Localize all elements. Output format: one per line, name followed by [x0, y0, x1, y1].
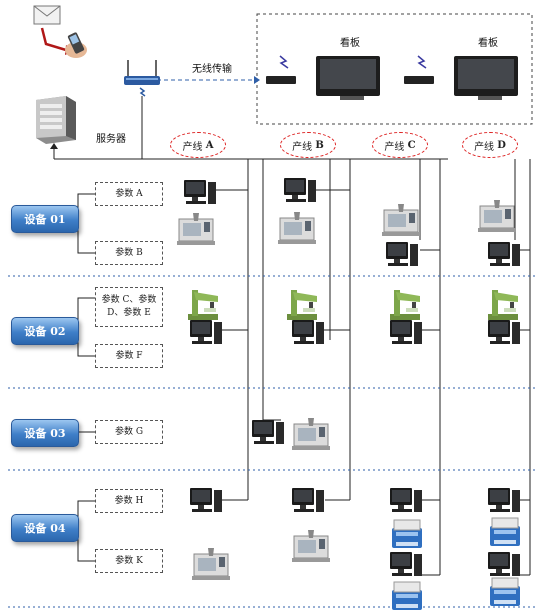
server-arrow-head	[50, 143, 58, 149]
param-box-k: 参数 K	[95, 549, 163, 573]
drill-press-icon	[287, 290, 317, 320]
computer-icon	[292, 488, 324, 512]
device-bracket	[77, 297, 95, 357]
drill-press-icon	[488, 290, 518, 320]
computer-icon	[284, 178, 316, 202]
signal-icon	[417, 55, 427, 69]
computer-icon	[252, 420, 284, 444]
computer-icon	[390, 552, 422, 576]
computer-icon	[184, 180, 216, 204]
computer-icon	[190, 320, 222, 344]
computer-icon	[390, 320, 422, 344]
board-label-1: 看板	[340, 38, 360, 49]
production-line-letter: C	[407, 139, 416, 151]
param-box-h: 参数 H	[95, 489, 163, 513]
server-icon	[36, 96, 76, 144]
computer-icon	[386, 242, 418, 266]
computer-icon	[190, 488, 222, 512]
display-board-1	[266, 55, 380, 100]
production-line-prefix: 产线	[292, 141, 313, 153]
router-icon	[124, 60, 160, 97]
production-line-letter: A	[205, 139, 214, 151]
drill-press-icon	[390, 290, 420, 320]
cnc-machine-icon	[177, 213, 215, 245]
production-line-b: 产线 B	[280, 132, 336, 158]
display-board-group-1: 看板	[262, 30, 392, 110]
computer-icon	[390, 488, 422, 512]
cnc-machine-icon	[292, 418, 330, 450]
production-line-c: 产线 C	[372, 132, 428, 158]
printer-icon	[392, 581, 422, 610]
computer-icon	[292, 320, 324, 344]
production-line-letter: B	[315, 139, 324, 151]
production-line-d: 产线 D	[462, 132, 518, 158]
set-top-box-icon	[266, 76, 296, 84]
cnc-machine-icon	[278, 212, 316, 244]
display-board-group-2: 看板	[400, 30, 530, 110]
display-board-frame	[256, 13, 533, 125]
email-icon	[33, 5, 74, 55]
computer-icon	[488, 242, 520, 266]
production-line-letter: D	[497, 139, 506, 151]
production-line-prefix: 产线	[182, 141, 203, 153]
device-01-button[interactable]: 设备 01	[11, 205, 79, 233]
device-04-button[interactable]: 设备 04	[11, 514, 79, 542]
param-box-g: 参数 G	[95, 420, 163, 444]
printer-icon	[490, 577, 520, 606]
printer-icon	[392, 519, 422, 548]
param-box-f: 参数 F	[95, 344, 163, 368]
device-02-button[interactable]: 设备 02	[11, 317, 79, 345]
computer-icon	[488, 488, 520, 512]
server-label: 服务器	[96, 134, 126, 145]
set-top-box-icon	[404, 76, 434, 84]
cnc-machine-icon	[192, 548, 230, 580]
production-line-prefix: 产线	[384, 141, 405, 153]
signal-icon	[279, 55, 289, 69]
param-box-cde: 参数 C、参数 D、参数 E	[95, 287, 163, 327]
production-line-a: 产线 A	[170, 132, 226, 158]
drill-press-icon	[188, 290, 218, 320]
param-box-b: 参数 B	[95, 241, 163, 265]
display-board-2	[404, 55, 518, 100]
cnc-machine-icon	[478, 200, 516, 232]
production-line-prefix: 产线	[474, 141, 495, 153]
wireless-label: 无线传输	[192, 64, 232, 75]
device-03-button[interactable]: 设备 03	[11, 419, 79, 447]
computer-icon	[488, 320, 520, 344]
param-box-a: 参数 A	[95, 182, 163, 206]
cnc-machine-icon	[292, 530, 330, 562]
printer-icon	[490, 517, 520, 546]
phone-icon	[65, 32, 87, 58]
board-label-2: 看板	[478, 38, 498, 49]
wireless-arrow-head	[254, 76, 260, 84]
computer-icon	[488, 552, 520, 576]
device-bracket	[77, 500, 95, 562]
cnc-machine-icon	[382, 204, 420, 236]
device-bracket	[77, 193, 95, 254]
